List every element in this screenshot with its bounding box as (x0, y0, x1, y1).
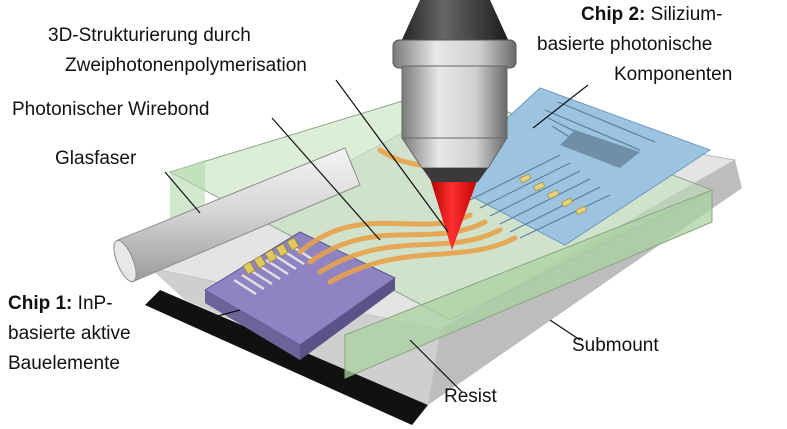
label-chip1-text1: InP- (72, 293, 113, 314)
leader-lines (164, 79, 589, 393)
label-chip2-title: Chip 2: (581, 4, 646, 25)
label-resist: Resist (444, 386, 497, 407)
label-chip1-line1: Chip 1: InP- (8, 292, 113, 315)
label-chip1-line2: basierte aktive (8, 323, 131, 344)
label-glasfaser: Glasfaser (55, 148, 137, 169)
label-chip2-line3: Komponenten (614, 64, 733, 85)
label-chip1-title: Chip 1: (8, 293, 73, 314)
objective-lens (392, 0, 517, 182)
laser-beam (430, 178, 478, 250)
label-chip2-line1: Chip 2: Silizium- (581, 3, 722, 26)
label-chip1-line3: Bauelemente (8, 353, 120, 374)
label-submount: Submount (572, 335, 659, 356)
glass-fiber (113, 147, 361, 283)
label-chip2-text1: Silizium- (645, 4, 723, 25)
label-wirebond: Photonischer Wirebond (12, 99, 210, 120)
label-strukturierung-line2: Zweiphotonenpolymerisation (65, 55, 307, 76)
label-chip2-line2: basierte photonische (537, 34, 713, 55)
label-strukturierung-line1: 3D-Strukturierung durch (48, 25, 251, 46)
